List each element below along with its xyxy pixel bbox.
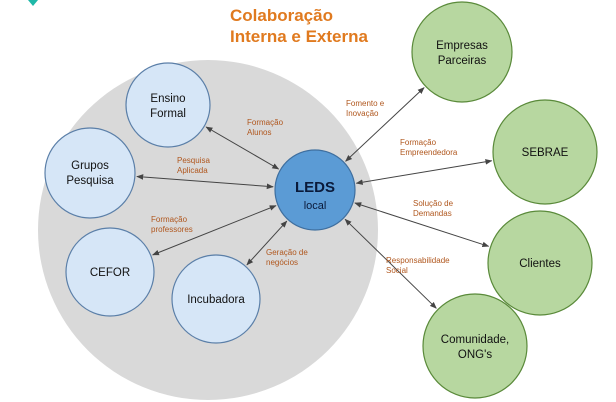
edge-label-formacao-empreendedora: Formação Empreendedora	[400, 138, 458, 157]
corner-accent-icon	[28, 0, 38, 6]
arrow-incubadora	[246, 220, 288, 266]
node-label: Grupos	[71, 160, 109, 172]
edge-label-text: Alunos	[247, 128, 271, 137]
node-label: Pesquisa	[66, 175, 114, 187]
node-label: Ensino	[150, 93, 185, 105]
edge-label-pesquisa-aplicada: Pesquisa Aplicada	[177, 156, 210, 175]
edge-label-text: negócios	[266, 258, 298, 267]
arrow-cefor	[152, 205, 277, 256]
edge-label-text: Responsabilidade	[386, 256, 450, 265]
edge-label-text: Formação	[400, 138, 437, 147]
edge-label-formacao-professores: Formação professores	[151, 215, 193, 234]
node-ensino-formal[interactable]: Ensino Formal	[125, 62, 211, 148]
node-cefor[interactable]: CEFOR	[65, 227, 155, 317]
arrow-sebrae	[355, 159, 493, 185]
edge-label-text: Pesquisa	[177, 156, 210, 165]
node-label: Parceiras	[438, 55, 487, 67]
node-label: Clientes	[519, 258, 561, 270]
edge-label-text: professores	[151, 225, 193, 234]
edge-label-solucao-demandas: Solução de Demandas	[413, 199, 454, 218]
hub-subtitle: local	[304, 200, 327, 212]
edge-label-responsabilidade-social: Responsabilidade Social	[386, 256, 450, 275]
arrow-grupos-pesquisa	[136, 174, 274, 190]
node-empresas-parceiras[interactable]: Empresas Parceiras	[411, 1, 513, 103]
edge-label-text: Demandas	[413, 209, 452, 218]
hub-title: LEDS	[295, 179, 335, 196]
node-label: Empresas	[436, 40, 488, 52]
edge-label-text: Fomento e	[346, 99, 385, 108]
edge-label-geracao-negocios: Geração de negócios	[266, 248, 308, 267]
node-clientes[interactable]: Clientes	[487, 210, 593, 316]
arrow-comunidade-ongs	[344, 218, 437, 309]
node-sebrae[interactable]: SEBRAE	[492, 99, 598, 205]
edge-label-text: Aplicada	[177, 166, 208, 175]
node-label: ONG's	[458, 349, 492, 361]
edge-label-text: Social	[386, 266, 408, 275]
edge-label-text: Empreendedora	[400, 148, 458, 157]
title-line-2: Interna e Externa	[230, 27, 368, 46]
edge-label-text: Solução de	[413, 199, 454, 208]
edge-label-fomento-inovacao: Fomento e Inovação	[346, 99, 385, 118]
hub-leds-local[interactable]: LEDS local	[274, 149, 356, 231]
edge-label-text: Geração de	[266, 248, 308, 257]
edge-label-text: Formação	[247, 118, 284, 127]
node-label: CEFOR	[90, 267, 130, 279]
node-label: Incubadora	[187, 294, 245, 306]
node-incubadora[interactable]: Incubadora	[171, 254, 261, 344]
node-grupos-pesquisa[interactable]: Grupos Pesquisa	[44, 127, 136, 219]
node-label: Comunidade,	[441, 334, 509, 346]
node-comunidade-ongs[interactable]: Comunidade, ONG's	[422, 293, 528, 399]
edge-label-text: Inovação	[346, 109, 379, 118]
node-label: Formal	[150, 108, 186, 120]
arrow-ensino-formal	[205, 126, 280, 170]
title-line-1: Colaboração	[230, 6, 333, 25]
node-label: SEBRAE	[522, 147, 569, 159]
edges-group	[136, 87, 493, 309]
edge-label-text: Formação	[151, 215, 188, 224]
edge-label-formacao-alunos: Formação Alunos	[247, 118, 284, 137]
arrow-empresas-parceiras	[345, 87, 425, 162]
